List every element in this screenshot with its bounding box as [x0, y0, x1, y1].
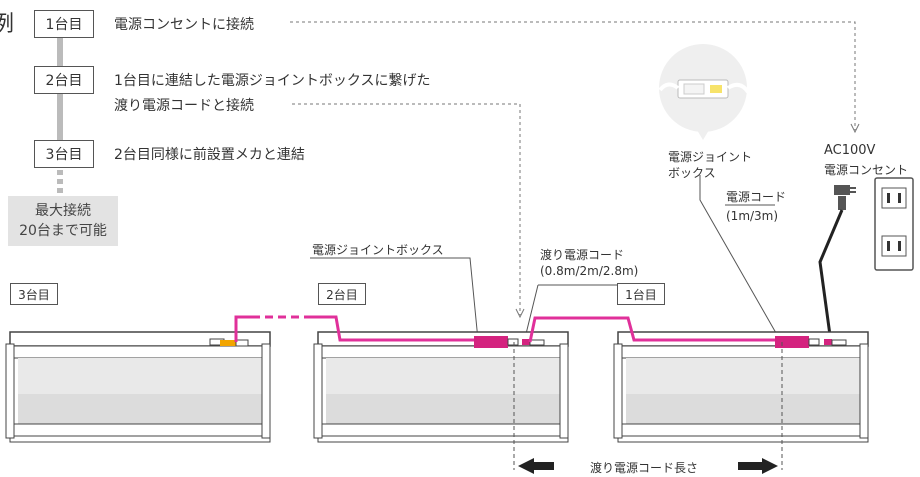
- unit-2-label: 2台目: [318, 283, 366, 305]
- unit-1-label: 1台目: [617, 283, 665, 305]
- relay-cord-callout: 渡り電源コード: [540, 248, 625, 262]
- step-1-label: 1台目: [34, 10, 94, 38]
- power-cord-callout: 電源コード: [726, 190, 787, 204]
- leader-step2: [292, 103, 521, 315]
- relay-cord-lengths: (0.8m/2m/2.8m): [540, 264, 639, 278]
- wall-outlet: [874, 177, 914, 271]
- outlet-callout-line2: 電源コンセント: [824, 163, 909, 177]
- max-connection-line1: 最大接続: [35, 203, 91, 219]
- joint-box-callout: 電源ジョイントボックス: [312, 243, 444, 257]
- unit-2-device: [313, 331, 569, 443]
- step-2-label: 2台目: [34, 66, 94, 94]
- step-3-text: 2台目同様に前設置メカと連結: [114, 147, 305, 163]
- cable-unit3-to-unit2: [234, 315, 252, 342]
- joint-box-photo: [658, 44, 750, 140]
- step-2-text-line2: 渡り電源コードと接続: [114, 98, 254, 114]
- arrow-right-icon: [738, 458, 778, 474]
- leader-step1-arrow: [850, 123, 860, 134]
- step-1-text: 電源コンセントに接続: [114, 17, 254, 33]
- cable-relay: [528, 316, 775, 343]
- power-cord-line: [818, 209, 844, 351]
- unit-1-device: [613, 331, 869, 443]
- power-plug: [834, 185, 856, 210]
- unit-3-label: 3台目: [10, 283, 58, 305]
- leader-step1: [290, 21, 856, 130]
- leader-photo: [699, 175, 781, 341]
- leader-step2-arrow: [515, 308, 525, 319]
- cable-unit2-internal: [310, 315, 474, 342]
- max-connection-note: 最大接続 20台まで可能: [8, 196, 118, 246]
- unit-3-device: [5, 331, 271, 443]
- heading-fragment: 例: [0, 12, 15, 37]
- relay-cord-length-label: 渡り電源コード長さ: [590, 461, 699, 475]
- step-3-label: 3台目: [34, 140, 94, 168]
- joint-box-photo-caption-line2: ボックス: [668, 166, 716, 180]
- max-connection-line2: 20台まで可能: [19, 223, 107, 239]
- outlet-callout-line1: AC100V: [824, 143, 876, 158]
- step-2-text-line1: 1台目に連結した電源ジョイントボックスに繋げた: [114, 73, 431, 89]
- joint-box-photo-caption-line1: 電源ジョイント: [668, 150, 753, 164]
- arrow-left-icon: [518, 458, 554, 474]
- leader-joint-box: [310, 257, 479, 341]
- power-cord-lengths: (1m/3m): [726, 209, 779, 223]
